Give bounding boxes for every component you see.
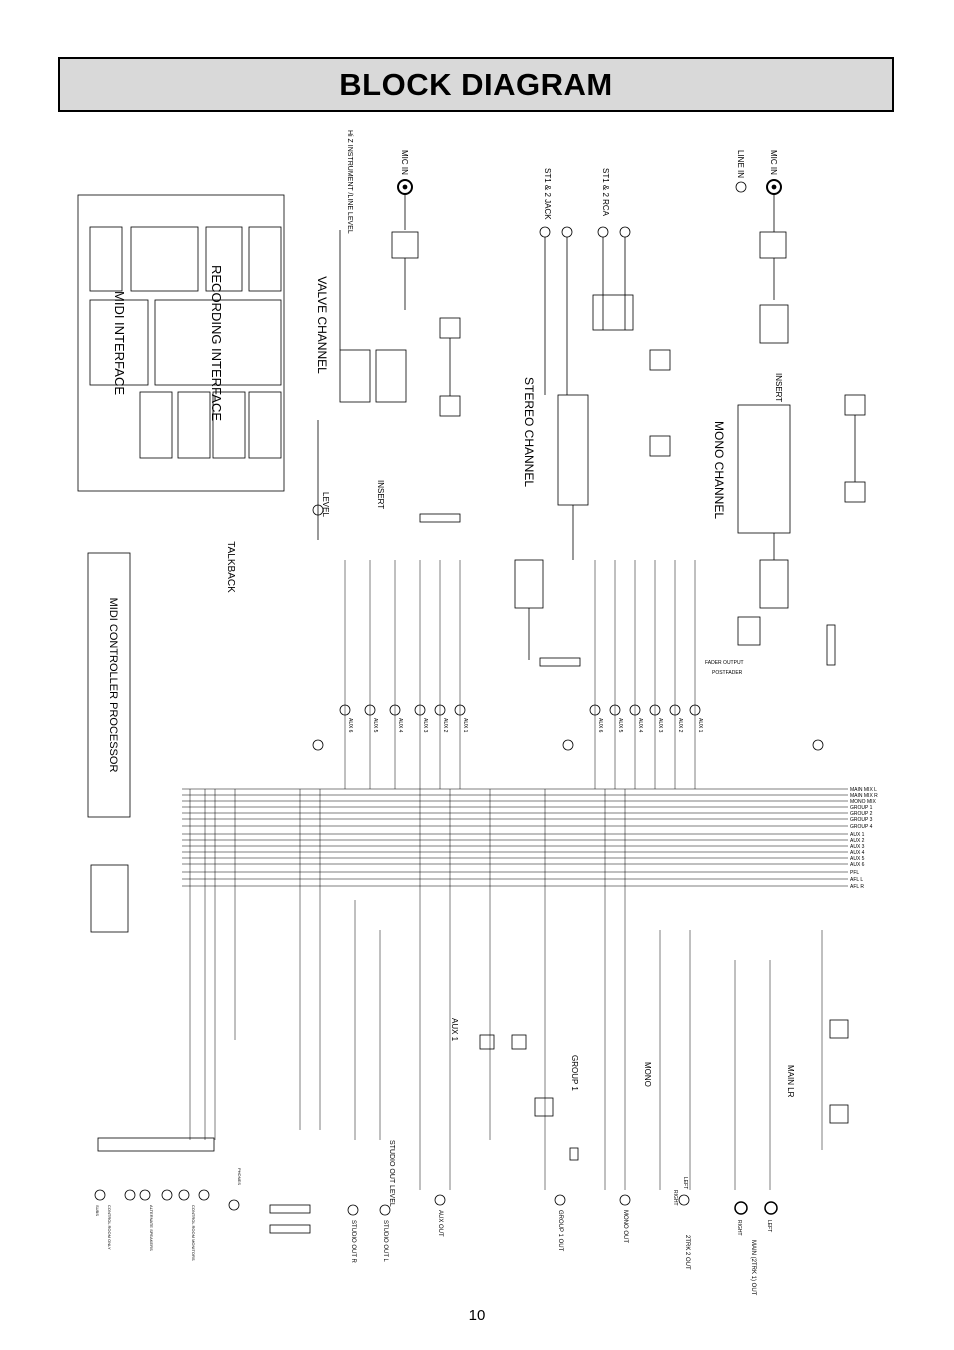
aux-send-label: AUX 3: [657, 718, 663, 733]
aux-send-label: AUX 1: [697, 718, 703, 733]
stereo-channel-label: STEREO CHANNEL: [522, 377, 536, 487]
aux-send-label: AUX 6: [597, 718, 603, 733]
mono-out-label: MONO OUT: [622, 1210, 628, 1243]
bus-aux-6: AUX 6: [850, 862, 865, 868]
page-number: 10: [468, 1307, 486, 1324]
group1-out-label: GROUP 1 OUT: [557, 1210, 563, 1252]
st-jack-label: ST1 & 2 JACK: [543, 168, 552, 220]
subs-label: SUBS: [95, 1205, 100, 1216]
mono-label: MONO: [643, 1062, 652, 1087]
bus-group-3: GROUP 3: [850, 817, 873, 823]
2trk-2-out-label: 2TRK 2 OUT: [684, 1235, 690, 1270]
aux-send-label: AUX 2: [677, 718, 683, 733]
bus-group-4: GROUP 4: [850, 824, 873, 830]
main-out-label: MAIN (2TRK 1) OUT: [750, 1240, 756, 1296]
fader-output-label: FADER OUTPUT: [705, 660, 744, 666]
midi-controller-block: [87, 552, 131, 818]
studio-out-level-label: STUDIO OUT LEVEL: [388, 1140, 395, 1207]
postfader-label: POSTFADER: [712, 670, 743, 676]
bus-aux-3: AUX 3: [850, 844, 865, 850]
mic-in-mono-label: MIC IN: [769, 150, 778, 175]
bus-group-1: GROUP 1: [850, 805, 873, 811]
talkback-label: TALKBACK: [225, 541, 236, 593]
studio-out-r-label: STUDIO OUT R: [350, 1220, 356, 1264]
bus-mono-mix: MONO MIX: [850, 799, 876, 805]
cr-monitors-label: CONTROL ROOM MONITORS: [191, 1205, 196, 1261]
interface-block: [77, 194, 285, 492]
page-title: BLOCK DIAGRAM: [58, 57, 894, 112]
insert-mono-label: INSERT: [774, 373, 783, 402]
main-lr-label: MAIN LR: [786, 1065, 795, 1098]
right-label: RIGHT: [736, 1220, 742, 1236]
aux-send-label: AUX 5: [372, 718, 378, 733]
level-valve-label: LEVEL: [321, 492, 330, 517]
mix-buses: [182, 788, 848, 887]
st-rca-label: ST1 & 2 RCA: [601, 168, 610, 217]
bus-aux-4: AUX 4: [850, 850, 865, 856]
bus-afl-l: AFL L: [850, 877, 863, 883]
aux1-label: AUX 1: [450, 1018, 459, 1042]
studio-out-l-label: STUDIO OUT L: [382, 1220, 388, 1263]
aux-send-label: AUX 6: [347, 718, 353, 733]
aux-send-label: AUX 3: [422, 718, 428, 733]
phones-label: PHONES: [237, 1168, 242, 1185]
aux-send-label: AUX 4: [637, 718, 643, 733]
hiz-label: Hi Z INSTRUMENT /LINE LEVEL: [346, 130, 353, 234]
left-label: LEFT: [682, 1177, 688, 1189]
aux-send-label: AUX 4: [397, 718, 403, 733]
aux-send-label: AUX 1: [462, 718, 468, 733]
bus-main-mix-l: MAIN MIX L: [850, 787, 877, 793]
insert-valve-label: INSERT: [376, 480, 385, 509]
bus-group-2: GROUP 2: [850, 811, 873, 817]
bus-aux-1: AUX 1: [850, 832, 865, 838]
recording-interface-label: RECORDING INTERFACE: [209, 265, 224, 421]
aux-out-label: AUX OUT: [437, 1210, 443, 1237]
group1-label: GROUP 1: [570, 1055, 579, 1091]
mono-channel-label: MONO CHANNEL: [712, 421, 726, 519]
cr-only-label: CONTROL ROOM ONLY: [107, 1205, 112, 1250]
mic-in-valve-label: MIC IN: [400, 150, 409, 175]
page-title-text: BLOCK DIAGRAM: [339, 66, 613, 102]
alt-speakers-label: ALTERNATE SPEAKERS: [149, 1205, 154, 1251]
bus-labels: MAIN MIX L MAIN MIX R MONO MIX GROUP 1 G…: [850, 787, 878, 890]
aux-send-label: AUX 2: [442, 718, 448, 733]
bus-pfl: PFL: [850, 870, 859, 876]
left-label: LEFT: [766, 1220, 772, 1232]
midi-interface-label: MIDI INTERFACE: [112, 291, 127, 395]
right-label: RIGHT: [672, 1190, 678, 1206]
bus-aux-2: AUX 2: [850, 838, 865, 844]
bus-aux-5: AUX 5: [850, 856, 865, 862]
bus-afl-r: AFL R: [850, 884, 864, 890]
aux-send-label: AUX 5: [617, 718, 623, 733]
midi-controller-label: MIDI CONTROLLER PROCESSOR: [107, 598, 119, 773]
bus-main-mix-r: MAIN MIX R: [850, 793, 878, 799]
line-in-label: LINE IN: [736, 150, 745, 178]
valve-channel-label: VALVE CHANNEL: [315, 276, 329, 374]
